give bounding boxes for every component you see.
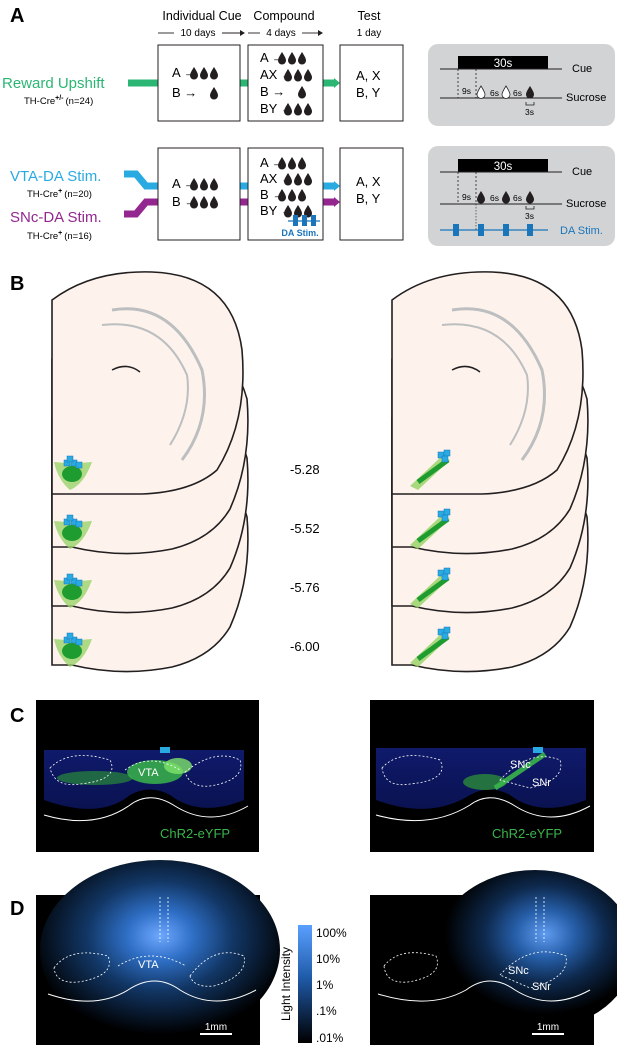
panel-c: C VTA ChR2-eYFP SNc SNr ChR2-eYFP: [10, 700, 594, 852]
header-test-title: Test: [358, 9, 381, 23]
colorbar-tick-1: 1%: [316, 978, 334, 992]
panel-b-letter: B: [10, 273, 24, 295]
colorbar-tick-10: 10%: [316, 952, 340, 966]
group-snc-genotype: TH-Cre+(n=16): [27, 230, 92, 242]
sucrose-label-1: Sucrose: [566, 92, 606, 104]
colorbar-tick-001: .01%: [316, 1031, 344, 1045]
row1-test-line2: B, Y: [356, 85, 381, 100]
timing1-t4: 3s: [525, 107, 534, 117]
cue-duration-1: 30s: [494, 58, 513, 70]
colorbar-title: Light Intensity: [279, 947, 293, 1021]
confocal-right-region2: SNr: [532, 777, 551, 789]
panel-d-letter: D: [10, 898, 24, 920]
header-test-duration: 1 day: [357, 28, 381, 39]
cue-label-2: Cue: [572, 166, 592, 178]
light-map-right-region2: SNr: [532, 981, 551, 993]
row1-test-line1: A, X: [356, 68, 381, 83]
group-upshift-genotype: TH-Cre+/-(n=24): [24, 95, 93, 107]
row2-test-line1: A, X: [356, 174, 381, 189]
timing2-t2: 6s: [490, 193, 499, 203]
row1-individual-list: A →B →: [172, 65, 218, 100]
svg-text:10 days: 10 days: [180, 28, 215, 39]
colorbar-tick-01: .1%: [316, 1004, 337, 1018]
cue-duration-2: 30s: [494, 161, 513, 173]
da-stim-markers: [288, 215, 320, 226]
timing1-t3: 6s: [513, 88, 522, 98]
row2-test-line2: B, Y: [356, 191, 381, 206]
panel-a-letter: A: [10, 5, 24, 27]
confocal-left-region: VTA: [138, 767, 159, 779]
sucrose-label-2: Sucrose: [566, 198, 606, 210]
brain-sections-left: [51, 271, 249, 673]
svg-text:4 days: 4 days: [266, 28, 295, 39]
confocal-right-label: ChR2-eYFP: [492, 826, 562, 841]
panel-b: B -5.28 -5.52 -5.76 -6.00: [10, 271, 589, 673]
level-4: -6.00: [290, 639, 320, 654]
cue-row-1: B →: [172, 85, 197, 100]
da-stim-trace: [440, 204, 548, 236]
row2-test-box: [339, 147, 404, 241]
da-stim-label: DA Stim.: [281, 228, 318, 238]
snc-flow-arrow: [124, 198, 334, 218]
row1-test-box: [339, 44, 404, 122]
group-vta-name: VTA-DA Stim.: [10, 168, 101, 185]
timing1-t1: 9s: [462, 86, 471, 96]
group-upshift-name: Reward Upshift: [2, 75, 105, 92]
timing2-t4: 3s: [525, 211, 534, 221]
group-snc-name: SNc-DA Stim.: [10, 209, 102, 226]
header-compound-duration: 4 days: [248, 28, 323, 39]
header-compound-title: Compound: [253, 9, 314, 23]
cue-bar-2: [458, 159, 548, 172]
light-map-right-scale: 1mm: [537, 1022, 559, 1033]
light-map-left-region: VTA: [138, 959, 159, 971]
light-map-right-region1: SNc: [508, 965, 529, 977]
level-3: -5.76: [290, 580, 320, 595]
confocal-right-region1: SNc: [510, 759, 531, 771]
brain-section: [51, 271, 244, 495]
header-individual-title: Individual Cue: [162, 9, 241, 23]
timing2-t3: 6s: [513, 193, 522, 203]
timing1-t2: 6s: [490, 88, 499, 98]
colorbar: [298, 925, 312, 1043]
header-individual-duration: 10 days: [158, 28, 245, 39]
confocal-left-label: ChR2-eYFP: [160, 826, 230, 841]
row1-compound-list: A →AX →B →BY →: [260, 50, 312, 116]
vta-flow-arrow: [124, 170, 334, 190]
light-map-left-scale: 1mm: [205, 1022, 227, 1033]
row2-individual-list: A →B →: [172, 176, 218, 209]
level-2: -5.52: [290, 521, 320, 536]
cue-row-2: B →: [260, 84, 285, 99]
panel-c-letter: C: [10, 705, 24, 727]
row2-compound-list: A →AX →B →BY →: [260, 155, 312, 218]
level-1: -5.28: [290, 462, 320, 477]
timing2-t1: 9s: [462, 192, 471, 202]
group-vta-genotype: TH-Cre+(n=20): [27, 188, 92, 200]
cue-label-1: Cue: [572, 63, 592, 75]
row2-individual-box: [157, 147, 241, 241]
panel-a: A Individual Cue 10 days Compound 4 days…: [2, 5, 615, 246]
panel-d: D VTA 1mm Light Intensity 100% 10% 1% .1…: [10, 860, 617, 1045]
brain-sections-right: [391, 271, 589, 673]
colorbar-tick-100: 100%: [316, 926, 347, 940]
da-stim-trace-label: DA Stim.: [560, 225, 603, 237]
brain-section: [391, 271, 584, 495]
row1-individual-box: [157, 44, 241, 122]
cue-bar-1: [458, 56, 548, 69]
